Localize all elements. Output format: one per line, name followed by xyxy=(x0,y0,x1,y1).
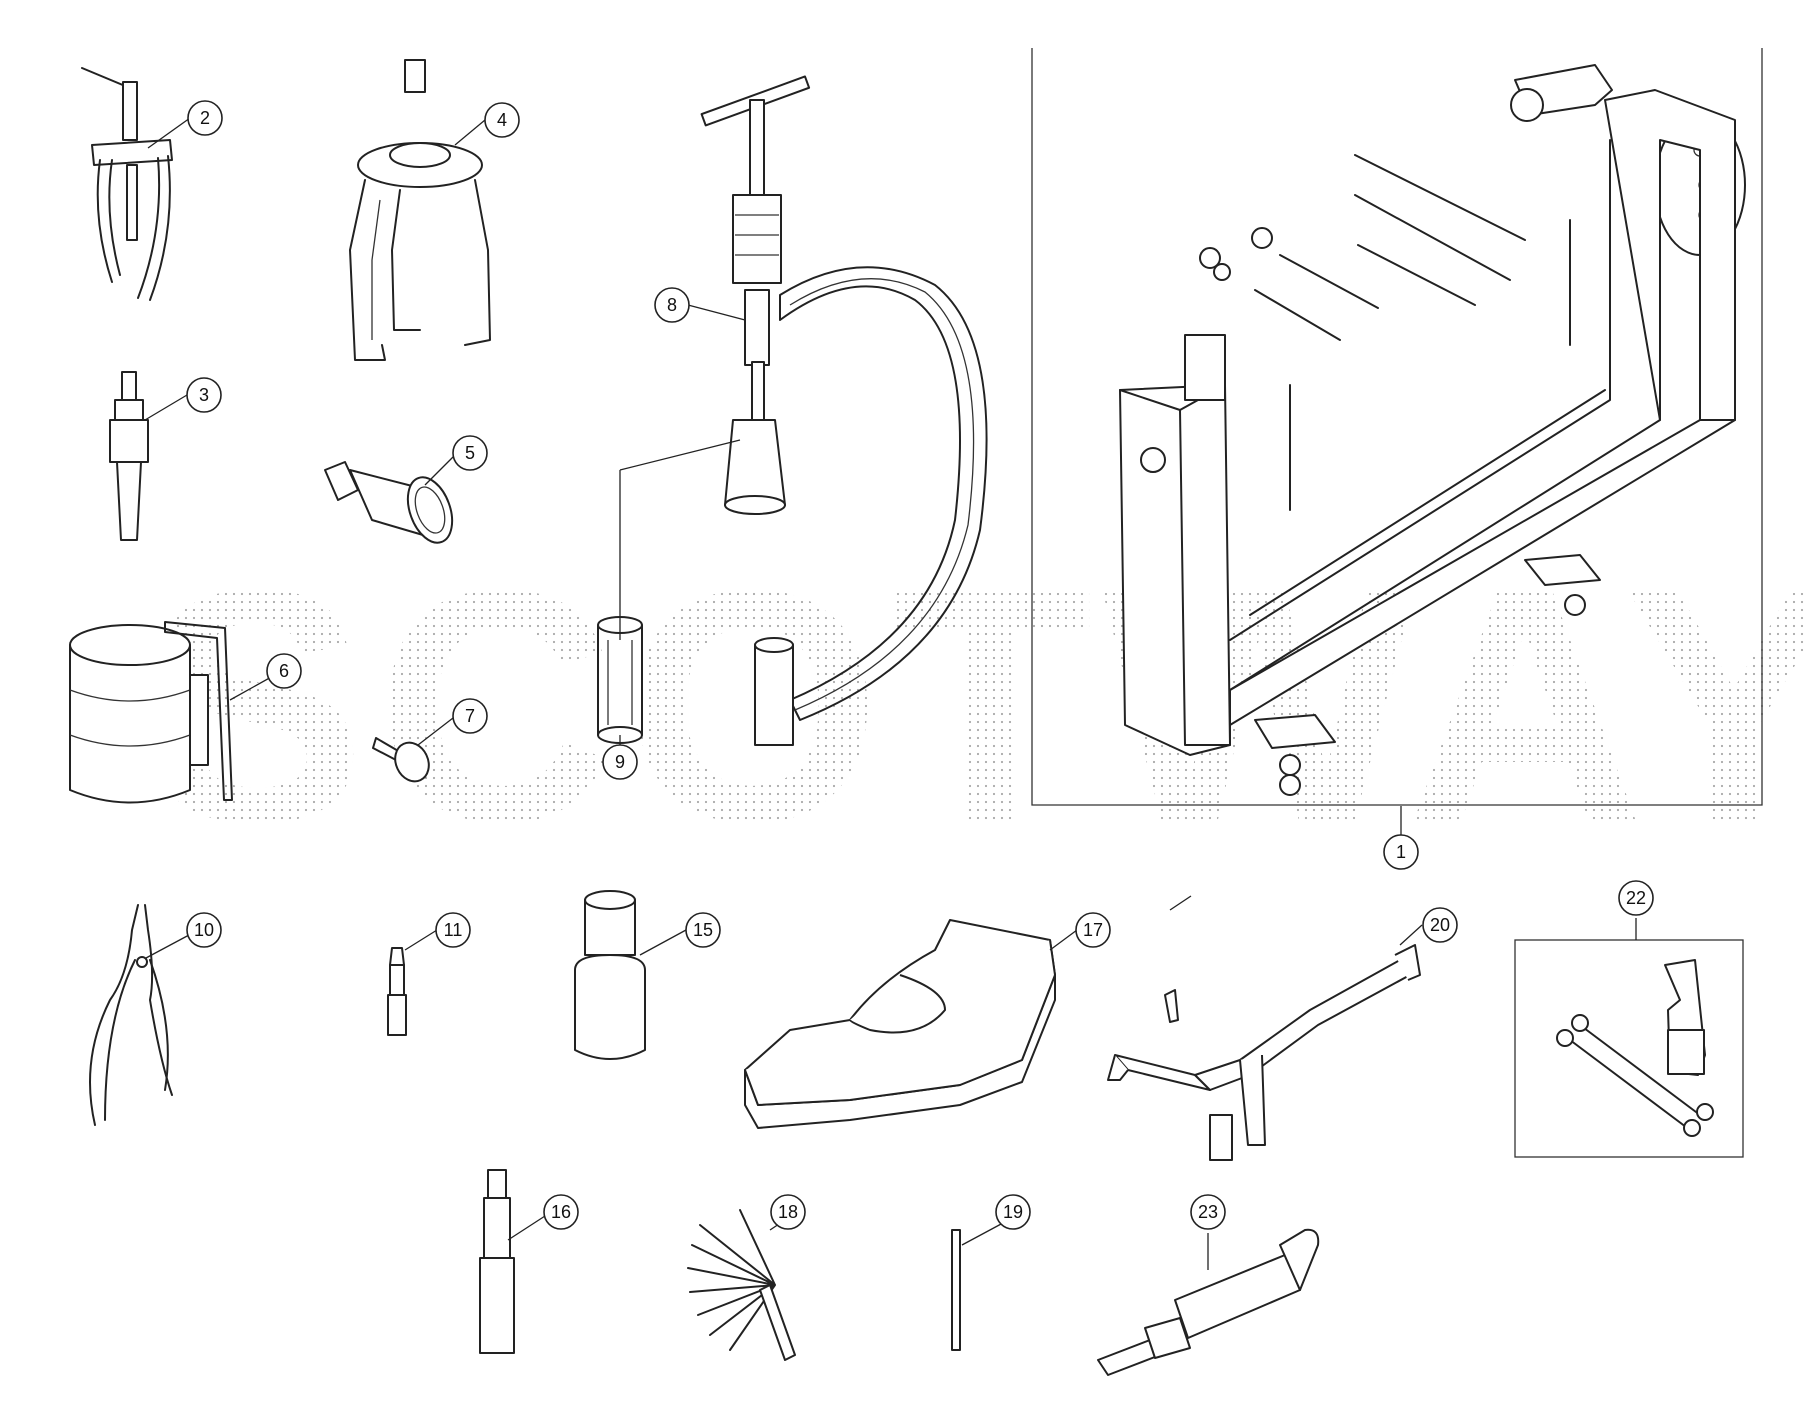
piston-ring-compressor-icon xyxy=(69,621,233,804)
bracket-kit-icon xyxy=(1556,959,1714,1137)
callout-19-label: 19 xyxy=(1003,1202,1023,1222)
callout-5: 5 xyxy=(452,435,488,471)
deep-socket-icon xyxy=(574,890,646,1060)
callout-23-label: 23 xyxy=(1198,1202,1218,1222)
bearing-puller-icon xyxy=(349,59,491,361)
callout-11: 11 xyxy=(435,912,471,948)
callout-18-label: 18 xyxy=(778,1202,798,1222)
callout-5-label: 5 xyxy=(465,443,475,463)
callout-7-label: 7 xyxy=(465,706,475,726)
drift-tool-icon xyxy=(1097,1228,1320,1376)
spark-plug-tool-icon xyxy=(479,1169,515,1354)
callout-17: 17 xyxy=(1075,912,1111,948)
callout-10-label: 10 xyxy=(194,920,214,940)
pin-rod-icon xyxy=(951,1229,961,1351)
callout-4: 4 xyxy=(484,102,520,138)
watermark: SCOTWAY xyxy=(146,521,1804,890)
callout-10: 10 xyxy=(186,912,222,948)
callout-19: 19 xyxy=(995,1194,1031,1230)
callout-16: 16 xyxy=(543,1194,579,1230)
callout-8: 8 xyxy=(654,287,690,323)
clutch-holding-tool-icon xyxy=(1107,944,1421,1161)
support-block-icon xyxy=(744,919,1056,1129)
callout-15-label: 15 xyxy=(693,920,713,940)
callout-15: 15 xyxy=(685,912,721,948)
callout-20-label: 20 xyxy=(1430,915,1450,935)
three-jaw-puller-icon xyxy=(81,67,173,301)
callout-7: 7 xyxy=(452,698,488,734)
callout-4-label: 4 xyxy=(497,110,507,130)
callout-22: 22 xyxy=(1618,880,1654,916)
slide-hammer-icon xyxy=(109,371,149,541)
callout-8-label: 8 xyxy=(667,295,677,315)
callout-3: 3 xyxy=(186,377,222,413)
item-1-frame xyxy=(1031,48,1763,806)
callout-23: 23 xyxy=(1190,1194,1226,1230)
callout-1: 1 xyxy=(1383,834,1419,870)
callout-1-label: 1 xyxy=(1396,842,1406,862)
callout-17-label: 17 xyxy=(1083,920,1103,940)
callout-11-label: 11 xyxy=(444,920,463,940)
callout-6-label: 6 xyxy=(279,661,289,681)
callout-9-label: 9 xyxy=(615,752,625,772)
socket-adapter-icon xyxy=(324,461,454,544)
callout-2: 2 xyxy=(187,100,223,136)
valve-spring-compressor-icon xyxy=(700,75,988,746)
callout-18: 18 xyxy=(770,1194,806,1230)
callout-9: 9 xyxy=(602,744,638,780)
engine-stand-frame-icon xyxy=(1119,64,1746,796)
circlip-pliers-icon xyxy=(89,904,173,1126)
callout-22-label: 22 xyxy=(1626,888,1646,908)
callout-3-label: 3 xyxy=(199,385,209,405)
pin-tool-icon xyxy=(372,737,430,783)
callout-6: 6 xyxy=(266,653,302,689)
callout-20: 20 xyxy=(1422,907,1458,943)
feeler-gauge-icon xyxy=(687,1209,796,1361)
callout-2-label: 2 xyxy=(200,108,210,128)
pin-punch-icon xyxy=(387,947,407,1036)
item-22-frame xyxy=(1514,939,1744,1158)
callout-16-label: 16 xyxy=(551,1202,571,1222)
